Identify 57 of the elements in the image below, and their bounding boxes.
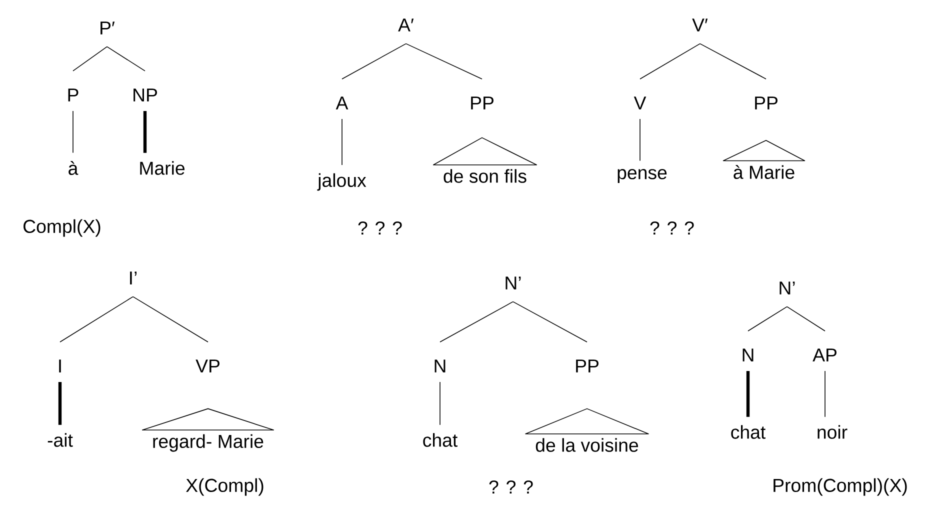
- category-label: N: [434, 360, 446, 372]
- word: Marie: [140, 161, 184, 175]
- branch-line: [824, 370, 826, 418]
- branch-line: [342, 43, 406, 80]
- category-label: I’: [130, 272, 137, 284]
- category-label: NP: [134, 88, 157, 102]
- branch-line: [748, 306, 788, 332]
- formula-label: Prom(Compl)(X): [774, 478, 907, 496]
- category-label: AP: [812, 348, 836, 362]
- category-label: P′: [100, 22, 115, 34]
- branch-line: [440, 301, 514, 342]
- word: -ait: [48, 433, 73, 447]
- category-label: PP: [471, 96, 494, 110]
- word: chat: [731, 425, 766, 439]
- word: noir: [818, 425, 848, 439]
- phrase: de la voisine: [536, 438, 638, 452]
- category-label: V′: [692, 18, 708, 32]
- category-label: VP: [196, 360, 220, 372]
- branch-line: [700, 43, 766, 80]
- branch-line: [132, 296, 208, 342]
- triangle: [142, 408, 274, 430]
- category-label: V: [634, 96, 646, 110]
- word: chat: [423, 433, 458, 447]
- formula-label: ? ? ?: [358, 221, 402, 234]
- phrase: regard- Marie: [153, 434, 264, 452]
- triangle: [525, 408, 649, 434]
- branch-line: [106, 46, 146, 72]
- category-label: N: [742, 348, 754, 362]
- branch-line: [746, 371, 750, 417]
- category-label: N’: [780, 282, 795, 294]
- category-label: N’: [506, 276, 521, 290]
- category-label: A: [336, 96, 348, 110]
- word: à: [68, 161, 78, 175]
- branch-line: [58, 382, 62, 425]
- branch-line: [60, 296, 134, 342]
- category-label: PP: [576, 360, 598, 372]
- formula-label: ? ? ?: [650, 221, 694, 234]
- triangle: [433, 137, 538, 166]
- formula-label: Compl(X): [24, 219, 100, 237]
- word: jaloux: [317, 173, 366, 191]
- phrase: de son fils: [444, 169, 526, 183]
- branch-line: [512, 301, 588, 342]
- formula-label: X(Compl): [186, 478, 264, 496]
- word: pense: [618, 169, 667, 183]
- branch-line: [143, 111, 147, 153]
- branch-line: [406, 43, 482, 80]
- category-label: P: [68, 88, 78, 102]
- branch-line: [640, 43, 700, 80]
- category-label: PP: [755, 96, 778, 110]
- branch-line: [786, 306, 826, 332]
- formula-label: ? ? ?: [489, 480, 533, 494]
- branch-line: [72, 110, 74, 154]
- category-label: A′: [398, 18, 414, 32]
- phrase: à Marie: [734, 165, 794, 179]
- triangle: [722, 140, 806, 162]
- branch-line: [72, 46, 108, 72]
- category-label: I: [59, 360, 61, 372]
